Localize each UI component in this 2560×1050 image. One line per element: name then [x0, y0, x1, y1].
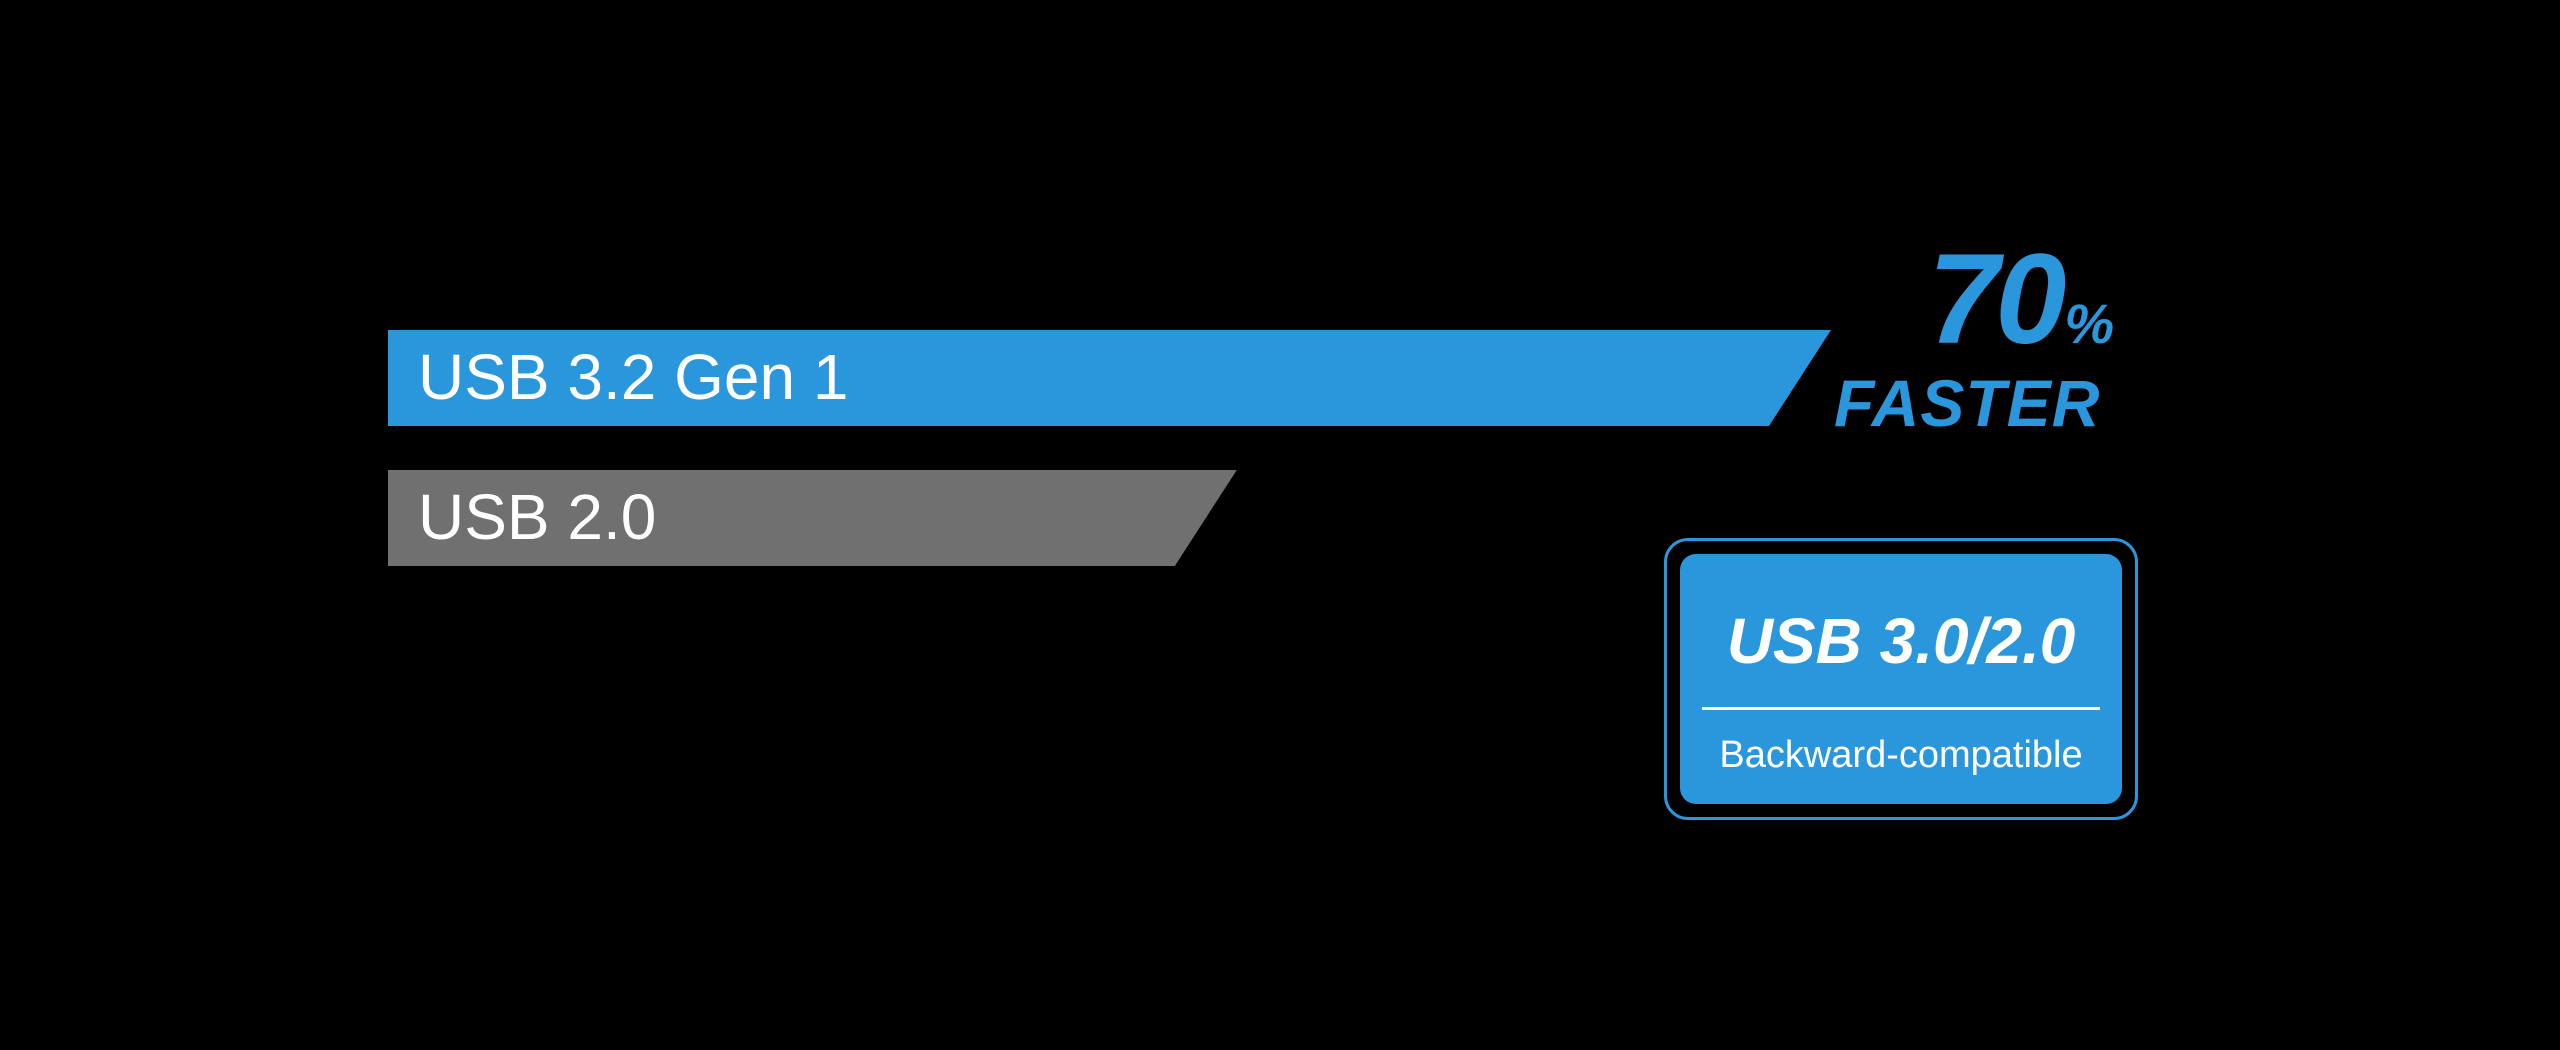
compatibility-badge-subtitle: Backward-compatible: [1719, 734, 2083, 776]
compatibility-badge-title: USB 3.0/2.0: [1726, 605, 2076, 677]
speed-percentage-value: 70: [1928, 228, 2066, 371]
bar-label-usb20: USB 2.0: [418, 481, 657, 553]
compatibility-badge-panel: USB 3.0/2.0 Backward-compatible: [1680, 554, 2122, 804]
badge-divider: [1702, 707, 2100, 710]
faster-label: FASTER: [1834, 366, 2101, 440]
speed-percentage-sign: %: [2064, 292, 2115, 355]
bar-usb-2-0: [388, 470, 1237, 566]
speed-percentage: 70%: [1928, 236, 2114, 364]
bar-usb-3-2-gen-1: [388, 330, 1831, 426]
compatibility-badge: USB 3.0/2.0 Backward-compatible: [1664, 538, 2138, 820]
bar-label-usb32: USB 3.2 Gen 1: [418, 341, 849, 413]
bars-group: [388, 330, 1831, 566]
